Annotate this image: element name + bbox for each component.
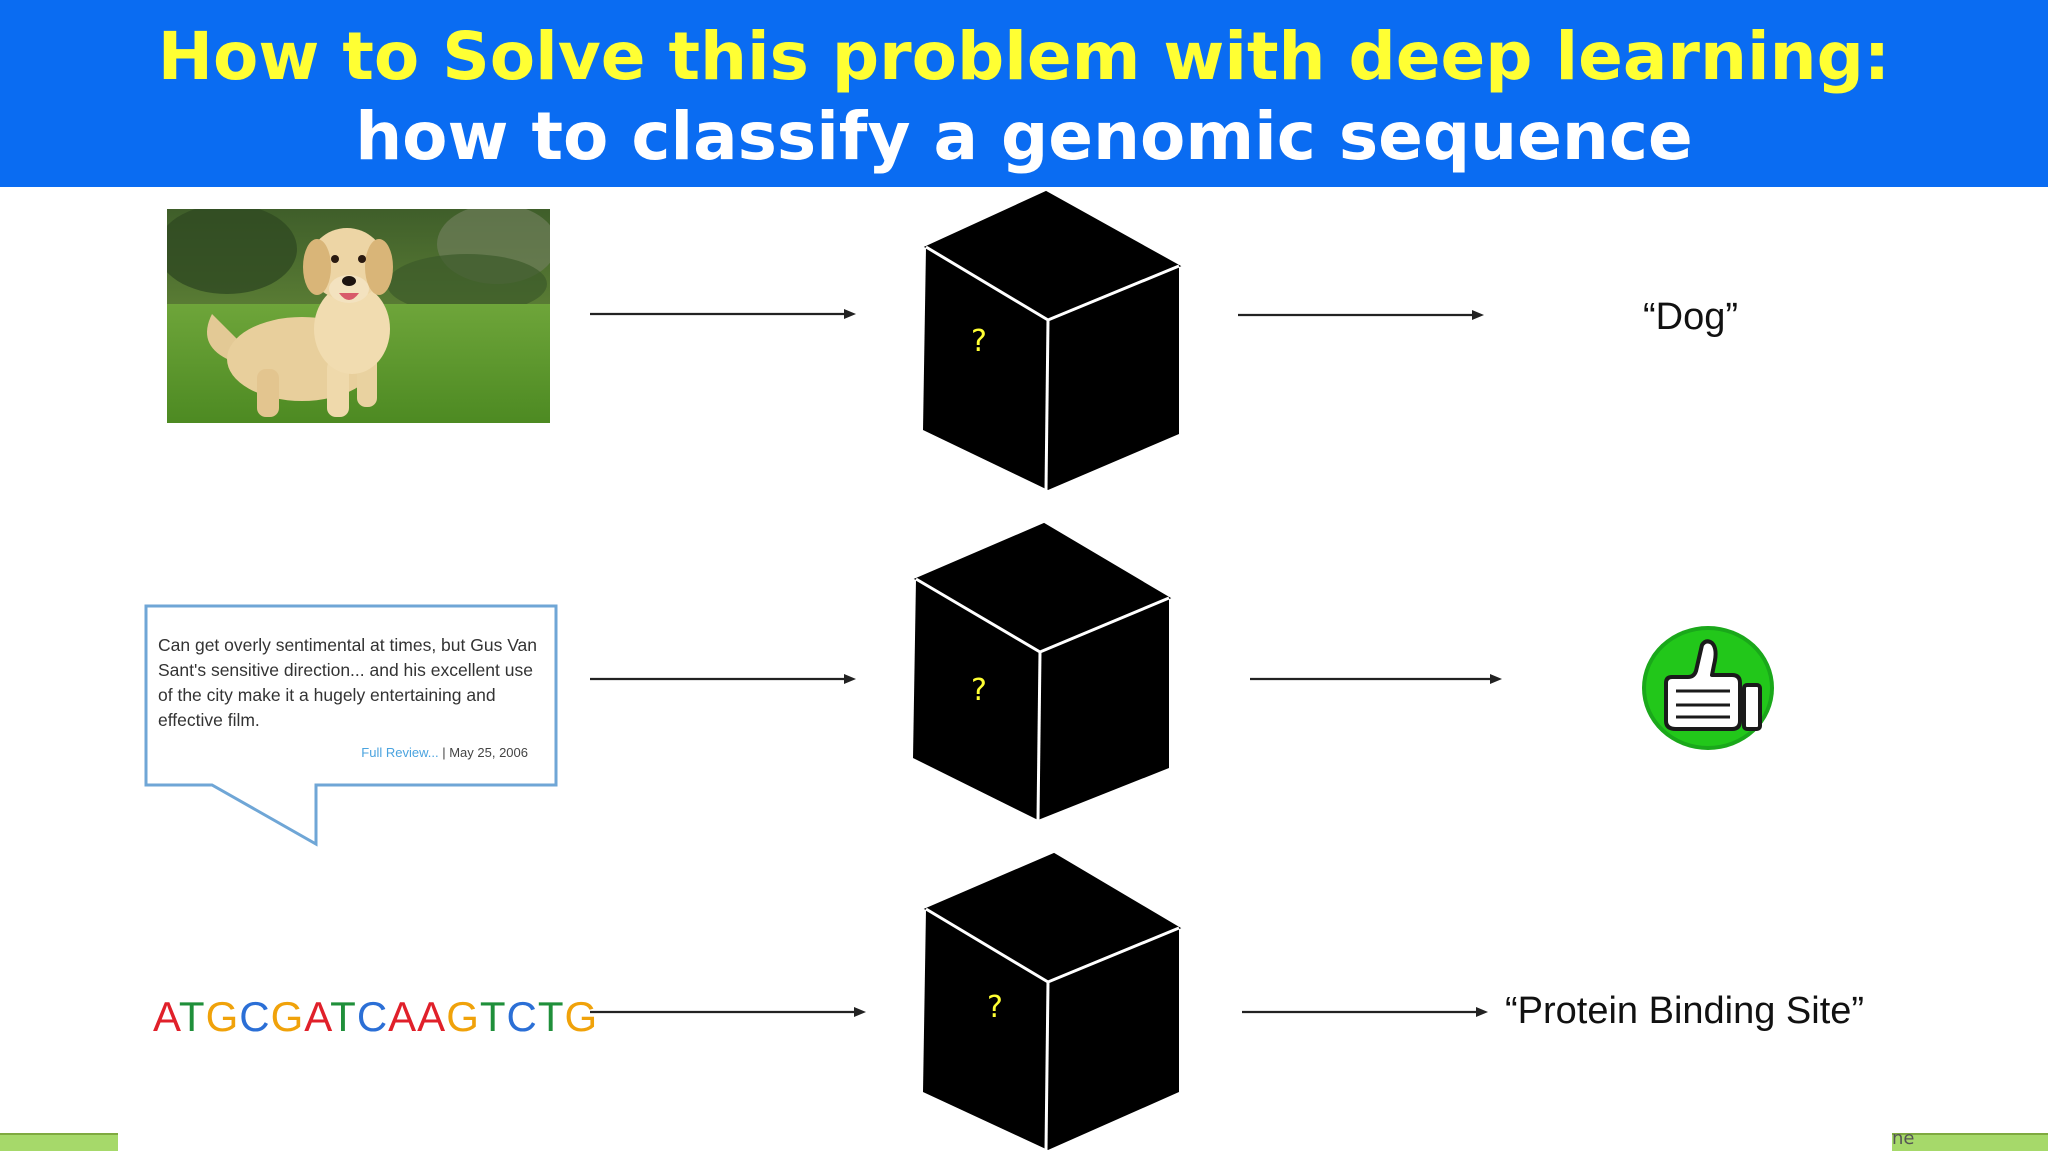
review-text: Can get overly sentimental at times, but… (158, 635, 538, 730)
output-label-protein-binding-site: “Protein Binding Site” (1505, 990, 1865, 1032)
slide-subtitle: how to classify a genomic sequence (355, 98, 1693, 175)
arrow-input-3 (590, 1007, 866, 1017)
dna-base: T (479, 993, 507, 1040)
arrow-output-1 (1238, 310, 1484, 320)
dna-base: G (564, 993, 599, 1040)
output-label-dog: “Dog” (1643, 296, 1739, 338)
review-separator: | (438, 745, 450, 760)
review-speech-bubble (144, 604, 558, 847)
dna-base: C (356, 993, 389, 1040)
arrow-output-3 (1242, 1007, 1488, 1017)
dna-base: T (537, 993, 565, 1040)
cube-1-question-mark: ? (971, 324, 987, 359)
dna-base: A (153, 993, 179, 1040)
arrow-output-2 (1250, 674, 1502, 684)
dna-base: T (330, 993, 357, 1040)
dna-base: G (205, 993, 240, 1040)
dna-base: G (270, 993, 305, 1040)
dna-base: T (178, 993, 206, 1040)
arrow-input-2 (590, 674, 856, 684)
black-box-cube-2 (913, 522, 1172, 821)
black-box-cube-1 (923, 190, 1182, 491)
arrow-input-1 (590, 309, 856, 319)
dna-base: A (417, 993, 447, 1040)
slide-title: How to Solve this problem with deep lear… (157, 18, 1891, 95)
review-link[interactable]: Full Review... (361, 745, 439, 760)
dna-sequence: ATGCGATCAAGTCTG (153, 993, 598, 1041)
footer-text: ne (1892, 1128, 1915, 1149)
title-banner: How to Solve this problem with deep lear… (0, 0, 2048, 187)
thumbs-up-icon (1642, 626, 1774, 750)
footer-bar-right (1892, 1133, 2048, 1151)
dog-photo (167, 209, 550, 423)
black-box-cube-3 (923, 852, 1182, 1151)
cube-2-question-mark: ? (971, 673, 987, 708)
dna-base: G (446, 993, 480, 1040)
dna-base: C (506, 993, 538, 1040)
cube-3-question-mark: ? (987, 990, 1003, 1025)
dna-base: A (388, 993, 418, 1040)
review-date: May 25, 2006 (449, 745, 528, 760)
dna-base: C (239, 993, 271, 1040)
footer-bar-left (0, 1133, 118, 1151)
dna-base: A (304, 993, 331, 1040)
review-meta: Full Review... | May 25, 2006 (158, 745, 528, 760)
